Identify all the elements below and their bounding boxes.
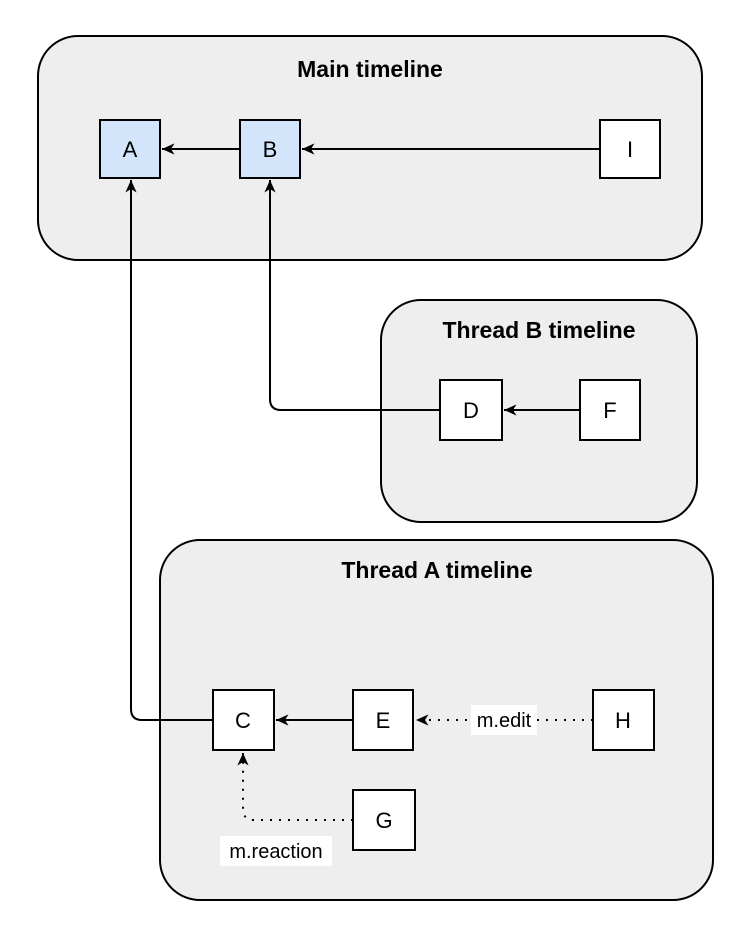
node-G-box bbox=[352, 789, 416, 851]
node-F: F bbox=[579, 379, 641, 441]
node-A-box bbox=[99, 119, 161, 179]
container-main-timeline-title: Main timeline bbox=[297, 56, 443, 82]
node-G: G bbox=[352, 789, 416, 851]
node-E-label: E bbox=[376, 708, 391, 733]
node-F-label: F bbox=[603, 398, 616, 423]
edge-G-to-C bbox=[237, 753, 353, 821]
node-G-label: G bbox=[375, 808, 392, 833]
edge-label-m-reaction-bg bbox=[220, 836, 332, 866]
node-C-box bbox=[212, 689, 275, 751]
edge-label-m-edit-bg bbox=[471, 705, 537, 735]
node-H-box bbox=[592, 689, 655, 751]
node-E: E bbox=[352, 689, 414, 751]
node-D: D bbox=[439, 379, 503, 441]
node-I-box bbox=[599, 119, 661, 179]
node-D-label: D bbox=[463, 398, 479, 423]
node-C-label: C bbox=[235, 708, 251, 733]
node-A: A bbox=[99, 119, 161, 179]
node-E-box bbox=[352, 689, 414, 751]
node-H-label: H bbox=[615, 708, 631, 733]
node-H: H bbox=[592, 689, 655, 751]
node-I: I bbox=[599, 119, 661, 179]
node-C: C bbox=[212, 689, 275, 751]
edge-D-to-B bbox=[264, 180, 440, 411]
container-thread-b-timeline-title: Thread B timeline bbox=[443, 317, 636, 343]
node-B: B bbox=[239, 119, 301, 179]
node-I-label: I bbox=[627, 137, 633, 162]
edge-label-m-edit-text: m.edit bbox=[477, 710, 532, 732]
node-D-box bbox=[439, 379, 503, 441]
node-A-label: A bbox=[123, 137, 138, 162]
edge-label-m-reaction: m.reaction bbox=[220, 836, 332, 866]
node-F-box bbox=[579, 379, 641, 441]
node-B-box bbox=[239, 119, 301, 179]
edge-C-to-A bbox=[125, 180, 213, 721]
node-B-label: B bbox=[263, 137, 278, 162]
edge-label-m-reaction-text: m.reaction bbox=[229, 841, 322, 863]
edge-label-m-edit: m.edit bbox=[471, 705, 537, 735]
container-thread-a-timeline-title: Thread A timeline bbox=[341, 557, 532, 583]
